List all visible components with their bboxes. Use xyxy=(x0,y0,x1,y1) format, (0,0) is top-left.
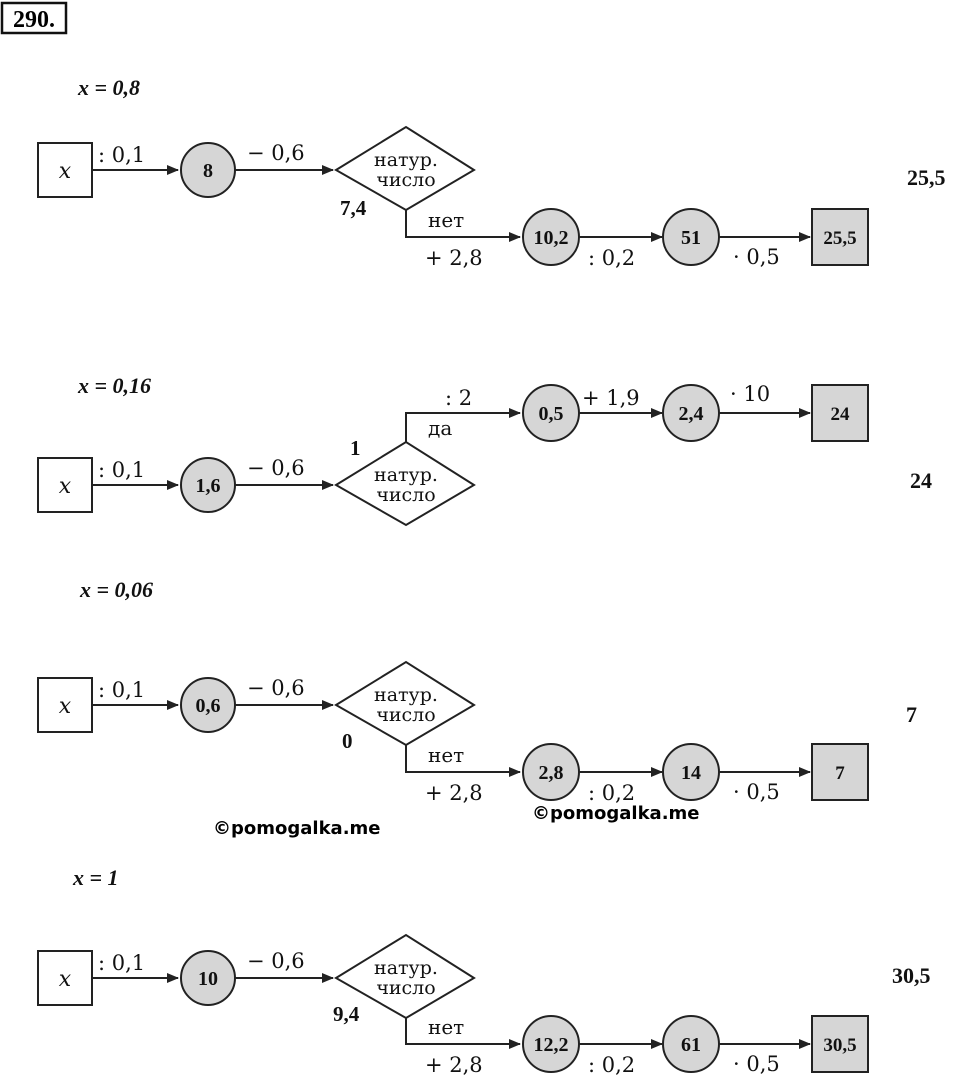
step-value: 2,4 xyxy=(679,403,704,425)
result-box xyxy=(811,1015,869,1073)
answer-value: 7 xyxy=(906,702,917,727)
result-value: 25,5 xyxy=(823,228,856,249)
operation-label: + 2,8 xyxy=(425,1053,483,1077)
branch-label: нет xyxy=(428,1015,464,1039)
decision-label: число xyxy=(376,169,435,191)
branch-label: нет xyxy=(428,208,464,232)
step-value: 10 xyxy=(198,968,218,990)
operation-label: − 0,6 xyxy=(247,141,305,165)
input-box xyxy=(37,677,93,733)
branch-arrow xyxy=(405,408,521,442)
step-value: 0,5 xyxy=(539,403,564,425)
problem-number: 290. xyxy=(13,7,55,33)
result-box xyxy=(811,208,869,266)
result-box xyxy=(811,384,869,442)
x-value-label: x = 0,16 xyxy=(77,373,151,398)
operation-label: · 10 xyxy=(730,382,770,406)
result-value: 7 xyxy=(835,763,845,784)
x-value-label: x = 1 xyxy=(72,865,119,890)
decision-input-value: 1 xyxy=(350,436,361,460)
operation-label: : 0,2 xyxy=(588,1053,635,1077)
operation-label: : 0,2 xyxy=(588,246,635,270)
decision-input-value: 0 xyxy=(342,729,353,753)
decision-diamond xyxy=(334,933,476,1020)
input-symbol: x xyxy=(59,694,72,719)
step-value: 51 xyxy=(681,227,701,249)
step-value: 0,6 xyxy=(196,695,221,717)
operation-label: − 0,6 xyxy=(247,949,305,973)
watermark: ©pomogalka.me xyxy=(213,818,381,839)
operation-label: + 2,8 xyxy=(425,781,483,805)
decision-diamond xyxy=(334,660,476,747)
operation-label: · 0,5 xyxy=(733,1052,780,1076)
answer-value: 30,5 xyxy=(892,963,931,988)
operation-label: : 0,1 xyxy=(98,458,145,482)
answer-value: 25,5 xyxy=(907,165,946,190)
operation-label: + 2,8 xyxy=(425,246,483,270)
operation-label: : 0,1 xyxy=(98,143,145,167)
result-value: 30,5 xyxy=(823,1035,856,1056)
decision-label: число xyxy=(376,484,435,506)
operation-label: : 0,1 xyxy=(98,951,145,975)
decision-input-value: 7,4 xyxy=(340,196,367,220)
operation-label: : 2 xyxy=(445,386,472,410)
branch-arrow xyxy=(405,745,521,777)
decision-input-value: 9,4 xyxy=(333,1002,360,1026)
step-value: 2,8 xyxy=(539,762,564,784)
operation-label: : 0,1 xyxy=(98,678,145,702)
operation-label: : 0,2 xyxy=(588,781,635,805)
operation-label: − 0,6 xyxy=(247,676,305,700)
decision-label: натур. xyxy=(374,684,438,706)
decision-label: натур. xyxy=(374,957,438,979)
decision-diamond xyxy=(334,440,476,527)
branch-label: нет xyxy=(428,743,464,767)
operation-label: · 0,5 xyxy=(733,780,780,804)
flowchart-4: x = 1 x : 0,1 10 − 0,6 натур.число 9,4 нет + 2,8… xyxy=(37,865,931,1077)
step-value: 8 xyxy=(203,160,213,182)
operation-label: − 0,6 xyxy=(247,456,305,480)
decision-label: натур. xyxy=(374,149,438,171)
operation-label: · 0,5 xyxy=(733,245,780,269)
branch-arrow xyxy=(405,210,521,242)
watermark: ©pomogalka.me xyxy=(532,803,700,824)
decision-label: натур. xyxy=(374,464,438,486)
input-symbol: x xyxy=(59,967,72,992)
step-value: 12,2 xyxy=(534,1034,569,1056)
decision-label: число xyxy=(376,704,435,726)
decision-label: число xyxy=(376,977,435,999)
x-value-label: x = 0,06 xyxy=(79,577,153,602)
input-box xyxy=(37,457,93,513)
step-value: 14 xyxy=(681,762,701,784)
operation-label: + 1,9 xyxy=(582,386,640,410)
input-box xyxy=(37,142,93,198)
branch-label: да xyxy=(428,416,452,440)
result-value: 24 xyxy=(831,404,851,425)
branch-arrow xyxy=(405,1018,521,1049)
flowchart-1: x = 0,8 x : 0,1 8 − 0,6 натур.число 7,4 нет + 2,… xyxy=(37,75,946,270)
step-value: 61 xyxy=(681,1034,701,1056)
input-symbol: x xyxy=(59,474,72,499)
flowchart-2: x = 0,16 x : 0,1 1,6 − 0,6 натур.число 1 : 2 да 0… xyxy=(37,373,932,527)
input-symbol: x xyxy=(59,159,72,184)
step-value: 1,6 xyxy=(196,475,221,497)
decision-diamond xyxy=(334,125,476,212)
flowchart-3: x = 0,06 x : 0,1 0,6 − 0,6 натур.число 0 нет + 2… xyxy=(37,577,917,805)
x-value-label: x = 0,8 xyxy=(77,75,140,100)
problem-number-box xyxy=(0,1,68,35)
step-value: 10,2 xyxy=(534,227,569,249)
answer-value: 24 xyxy=(910,468,932,493)
result-box xyxy=(811,743,869,801)
